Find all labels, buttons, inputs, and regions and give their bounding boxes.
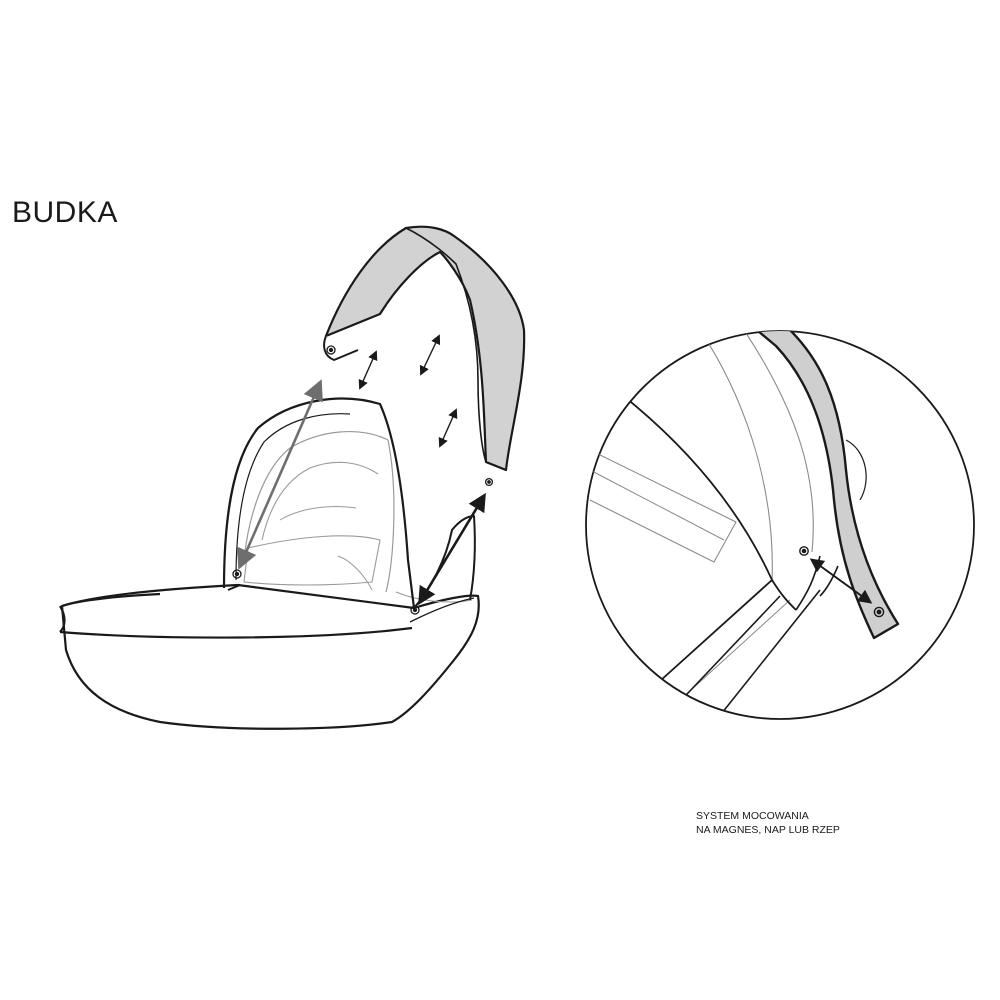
snap-button-icon [799,546,885,618]
bassinet-body [59,583,480,730]
double-arrow-icon [237,334,486,606]
diagram-title: BUDKA [12,196,118,229]
detail-zoom-circle [585,330,975,720]
caption-line-2: NA MAGNES, NAP LUB RZEP [696,824,840,836]
attachment-caption: SYSTEM MOCOWANIA NA MAGNES, NAP LUB RZEP [696,809,840,837]
double-arrow-icon [809,558,873,604]
caption-line-1: SYSTEM MOCOWANIA [696,810,809,822]
snap-button-icon [232,345,494,615]
canopy-panel [323,225,526,472]
